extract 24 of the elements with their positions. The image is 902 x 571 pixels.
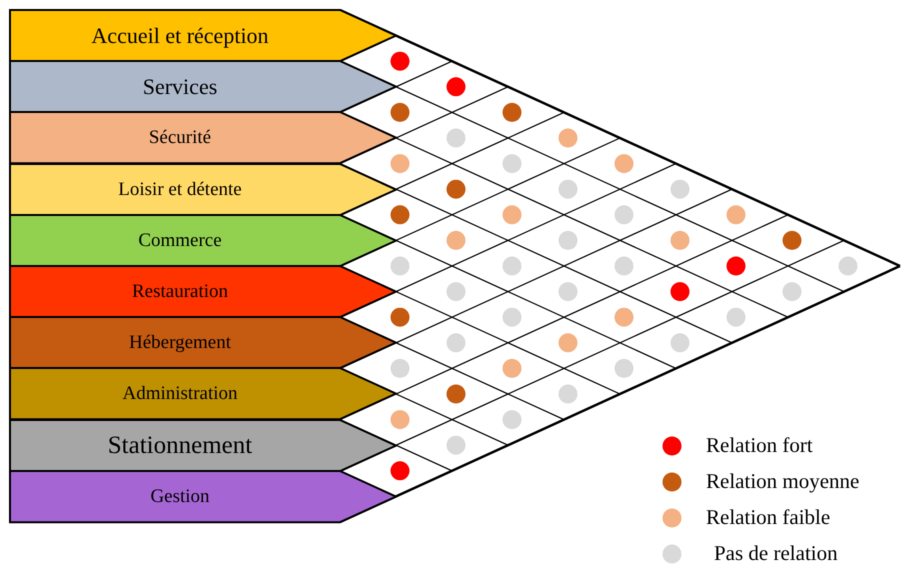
category-label: Accueil et réception <box>90 22 270 50</box>
category-label: Hébergement <box>128 331 232 356</box>
category-label: Gestion <box>149 484 211 509</box>
category-arrow-band <box>10 164 396 215</box>
category-arrow-band <box>10 61 396 112</box>
category-arrow-band <box>10 317 396 368</box>
legend-label: Relation moyenne <box>706 469 860 494</box>
legend-label: Pas de relation <box>714 541 838 566</box>
category-arrow-band <box>10 10 396 62</box>
category-label: Stationnement <box>106 430 254 461</box>
category-label: Commerce <box>137 228 223 253</box>
category-label: Loisir et détente <box>117 178 243 202</box>
legend-label: Relation fort <box>706 433 813 458</box>
category-arrow-band <box>10 368 396 420</box>
category-label: Administration <box>121 382 239 406</box>
category-label: Restauration <box>130 280 230 304</box>
category-arrow-band <box>10 470 396 522</box>
category-arrow-band <box>10 112 396 164</box>
category-label: Services <box>142 73 218 102</box>
category-label: Sécurité <box>148 126 212 150</box>
legend-label: Relation faible <box>706 505 830 530</box>
category-arrow-band <box>10 266 396 318</box>
category-arrow-band <box>10 214 396 266</box>
category-arrow-band <box>10 420 396 471</box>
